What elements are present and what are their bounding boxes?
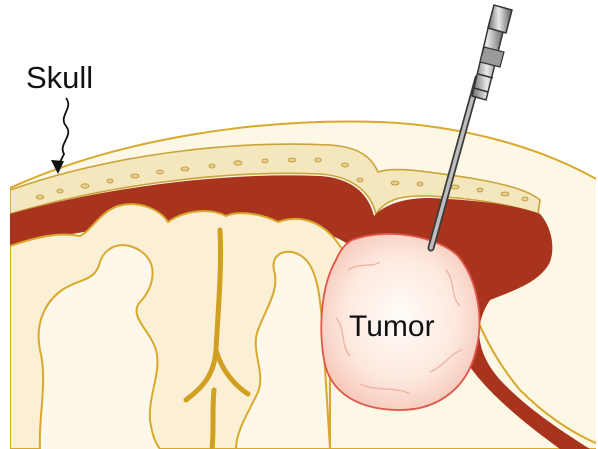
tumor-label: Tumor	[349, 312, 435, 342]
squiggle-arrow-icon	[51, 98, 68, 174]
skull-label: Skull	[26, 62, 93, 93]
